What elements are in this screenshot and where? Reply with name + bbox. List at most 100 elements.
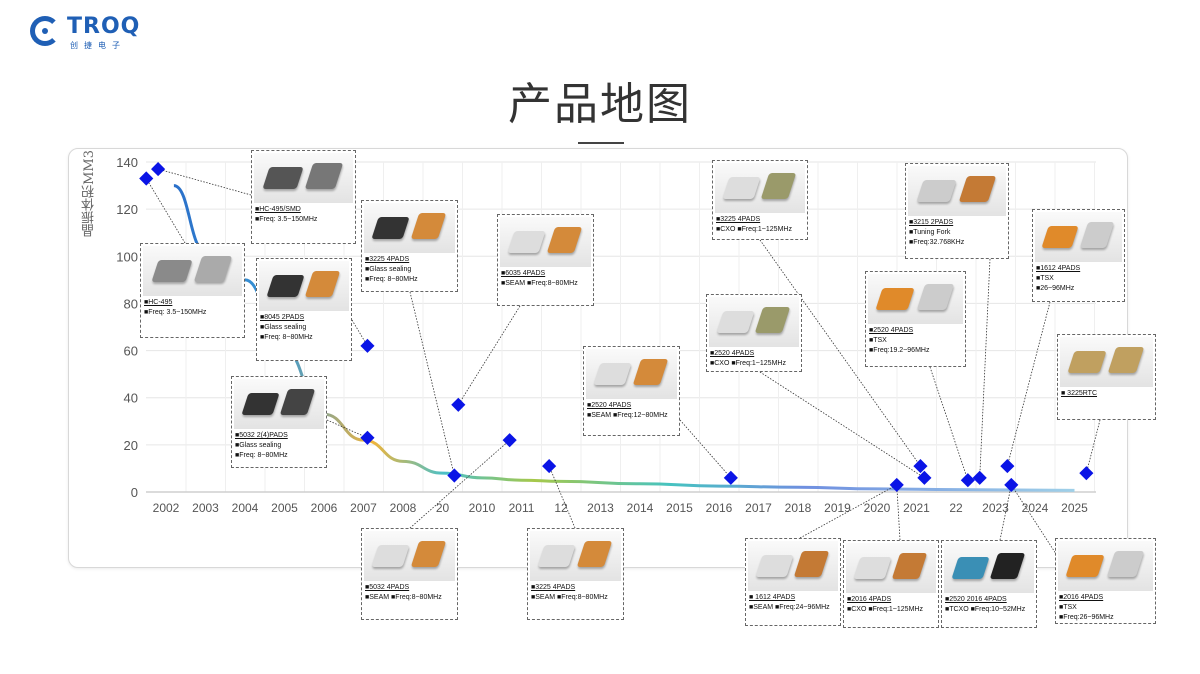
x-tick-label: 2021 <box>903 501 930 515</box>
product-name: ■ 3225RTC <box>1061 390 1098 397</box>
product-name: ■3225 4PADS <box>716 216 761 223</box>
x-tick-label: 2002 <box>153 501 180 515</box>
y-tick-label: 0 <box>131 485 138 500</box>
data-point <box>502 433 517 448</box>
y-tick-label: 40 <box>124 391 138 406</box>
product-photo <box>748 541 838 591</box>
product-name: ■6035 4PADS <box>501 270 546 277</box>
x-tick-label: 2016 <box>706 501 733 515</box>
product-spec: ■Freq: 3.5~150MHz <box>255 216 318 223</box>
x-tick-label: 2018 <box>785 501 812 515</box>
data-point <box>1000 459 1015 474</box>
product-callout: ■3215 2PADS ■Tuning Fork ■Freq:32.768KHz <box>905 163 1009 259</box>
leader-line <box>896 484 901 541</box>
x-tick-label: 2017 <box>745 501 772 515</box>
product-spec: ■Freq: 8~80MHz <box>235 452 288 459</box>
data-point <box>139 171 154 186</box>
y-tick-label: 100 <box>116 249 138 264</box>
product-name: ■2016 4PADS <box>1059 594 1104 601</box>
leader-line <box>929 366 969 481</box>
product-photo <box>500 217 591 267</box>
data-point <box>360 338 375 353</box>
product-photo <box>530 531 621 581</box>
product-spec: ■CXO ■Freq:1~125MHz <box>847 606 923 613</box>
x-tick-label: 2024 <box>1022 501 1049 515</box>
page-title: 产品地图 <box>508 79 692 130</box>
y-tick-label: 20 <box>124 438 138 453</box>
data-point <box>913 459 928 474</box>
product-name: ■5032 2(4)PADS <box>235 432 288 439</box>
product-spec: ■SEAM ■Freq:12~80MHz <box>587 412 668 419</box>
product-photo <box>709 297 799 347</box>
product-spec: ■TSX <box>1036 275 1054 282</box>
product-callout: ■2520 4PADS ■TSX ■Freq:19.2~96MHz <box>865 271 966 367</box>
data-point <box>972 470 987 485</box>
product-name: ■5032 4PADS <box>365 584 410 591</box>
product-name: ■2520 4PADS <box>869 327 914 334</box>
product-spec: ■Glass sealing <box>235 442 282 449</box>
product-photo <box>364 203 455 253</box>
product-spec: ■TSX <box>869 337 887 344</box>
x-tick-label: 2019 <box>824 501 851 515</box>
product-spec: ■Freq: 8~80MHz <box>260 334 313 341</box>
product-callout: ■2520 4PADS■SEAM ■Freq:12~80MHz <box>583 346 680 436</box>
product-callout: ■HC-495■Freq: 3.5~150MHz <box>140 243 245 338</box>
data-point <box>151 162 166 177</box>
product-callout: ■2520 2016 4PADS■TCXO ■Freq:10~52MHz <box>941 540 1037 628</box>
product-photo <box>254 153 353 203</box>
product-callout: ■3225 4PADS■Glass sealing■Freq: 8~80MHz <box>361 200 458 292</box>
product-spec: ■Freq:32.768KHz <box>909 239 965 246</box>
leader-line <box>409 291 455 476</box>
logo-mark-icon <box>30 16 60 46</box>
x-tick-label: 2014 <box>627 501 654 515</box>
data-point <box>1004 477 1019 492</box>
x-tick-label: 2005 <box>271 501 298 515</box>
product-spec: ■Freq:19.2~96MHz <box>869 347 930 354</box>
x-tick-label: 2020 <box>864 501 891 515</box>
product-name: ■2016 4PADS <box>847 596 892 603</box>
product-spec: ■Tuning Fork <box>909 229 951 236</box>
product-spec: ■CXO ■Freq:1~125MHz <box>716 226 792 233</box>
x-tick-label: 2008 <box>390 501 417 515</box>
product-callout: ■3225 4PADS■SEAM ■Freq:8~80MHz <box>527 528 624 620</box>
product-photo <box>1035 212 1122 262</box>
data-point <box>917 470 932 485</box>
product-name: ■1612 4PADS <box>1036 265 1081 272</box>
callout-leader-lines <box>145 168 1101 561</box>
leader-line <box>409 439 510 529</box>
leader-line <box>679 419 732 479</box>
product-photo <box>1060 337 1153 387</box>
product-callout: ■ 3225RTC <box>1057 334 1156 420</box>
product-spec: ■TCXO ■Freq:10~52MHz <box>945 606 1026 613</box>
product-name: ■3215 2PADS <box>909 219 954 226</box>
leader-line <box>799 484 897 539</box>
product-photo <box>586 349 677 399</box>
y-tick-label: 80 <box>124 296 138 311</box>
x-tick-label: 2003 <box>192 501 219 515</box>
product-spec: ■Glass sealing <box>365 266 412 273</box>
product-spec: ■Glass sealing <box>260 324 307 331</box>
leader-line <box>999 484 1012 541</box>
leader-line <box>1085 419 1101 474</box>
x-tick-label: 2007 <box>350 501 377 515</box>
x-tick-label: 12 <box>554 501 568 515</box>
product-spec: ■TSX <box>1059 604 1077 611</box>
data-point <box>723 470 738 485</box>
product-callout: ■5032 4PADS■SEAM ■Freq:8~80MHz <box>361 528 458 620</box>
product-callout: ■5032 2(4)PADS ■Glass sealing ■Freq: 8~80M… <box>231 376 327 468</box>
product-spec: ■SEAM ■Freq:24~96MHz <box>749 604 830 611</box>
product-photo <box>868 274 963 324</box>
leader-line <box>157 168 252 196</box>
product-photo <box>846 543 936 593</box>
x-tick-label: 2025 <box>1061 501 1088 515</box>
product-name: ■8045 2PADS <box>260 314 305 321</box>
leader-line <box>145 178 186 244</box>
leader-line <box>759 371 925 479</box>
product-name: ■3225 4PADS <box>531 584 576 591</box>
x-tick-label: 2004 <box>232 501 259 515</box>
product-spec: ■SEAM ■Freq:8~80MHz <box>501 280 578 287</box>
leader-line <box>548 465 576 529</box>
title-underline <box>578 142 624 144</box>
x-tick-label: 2013 <box>587 501 614 515</box>
